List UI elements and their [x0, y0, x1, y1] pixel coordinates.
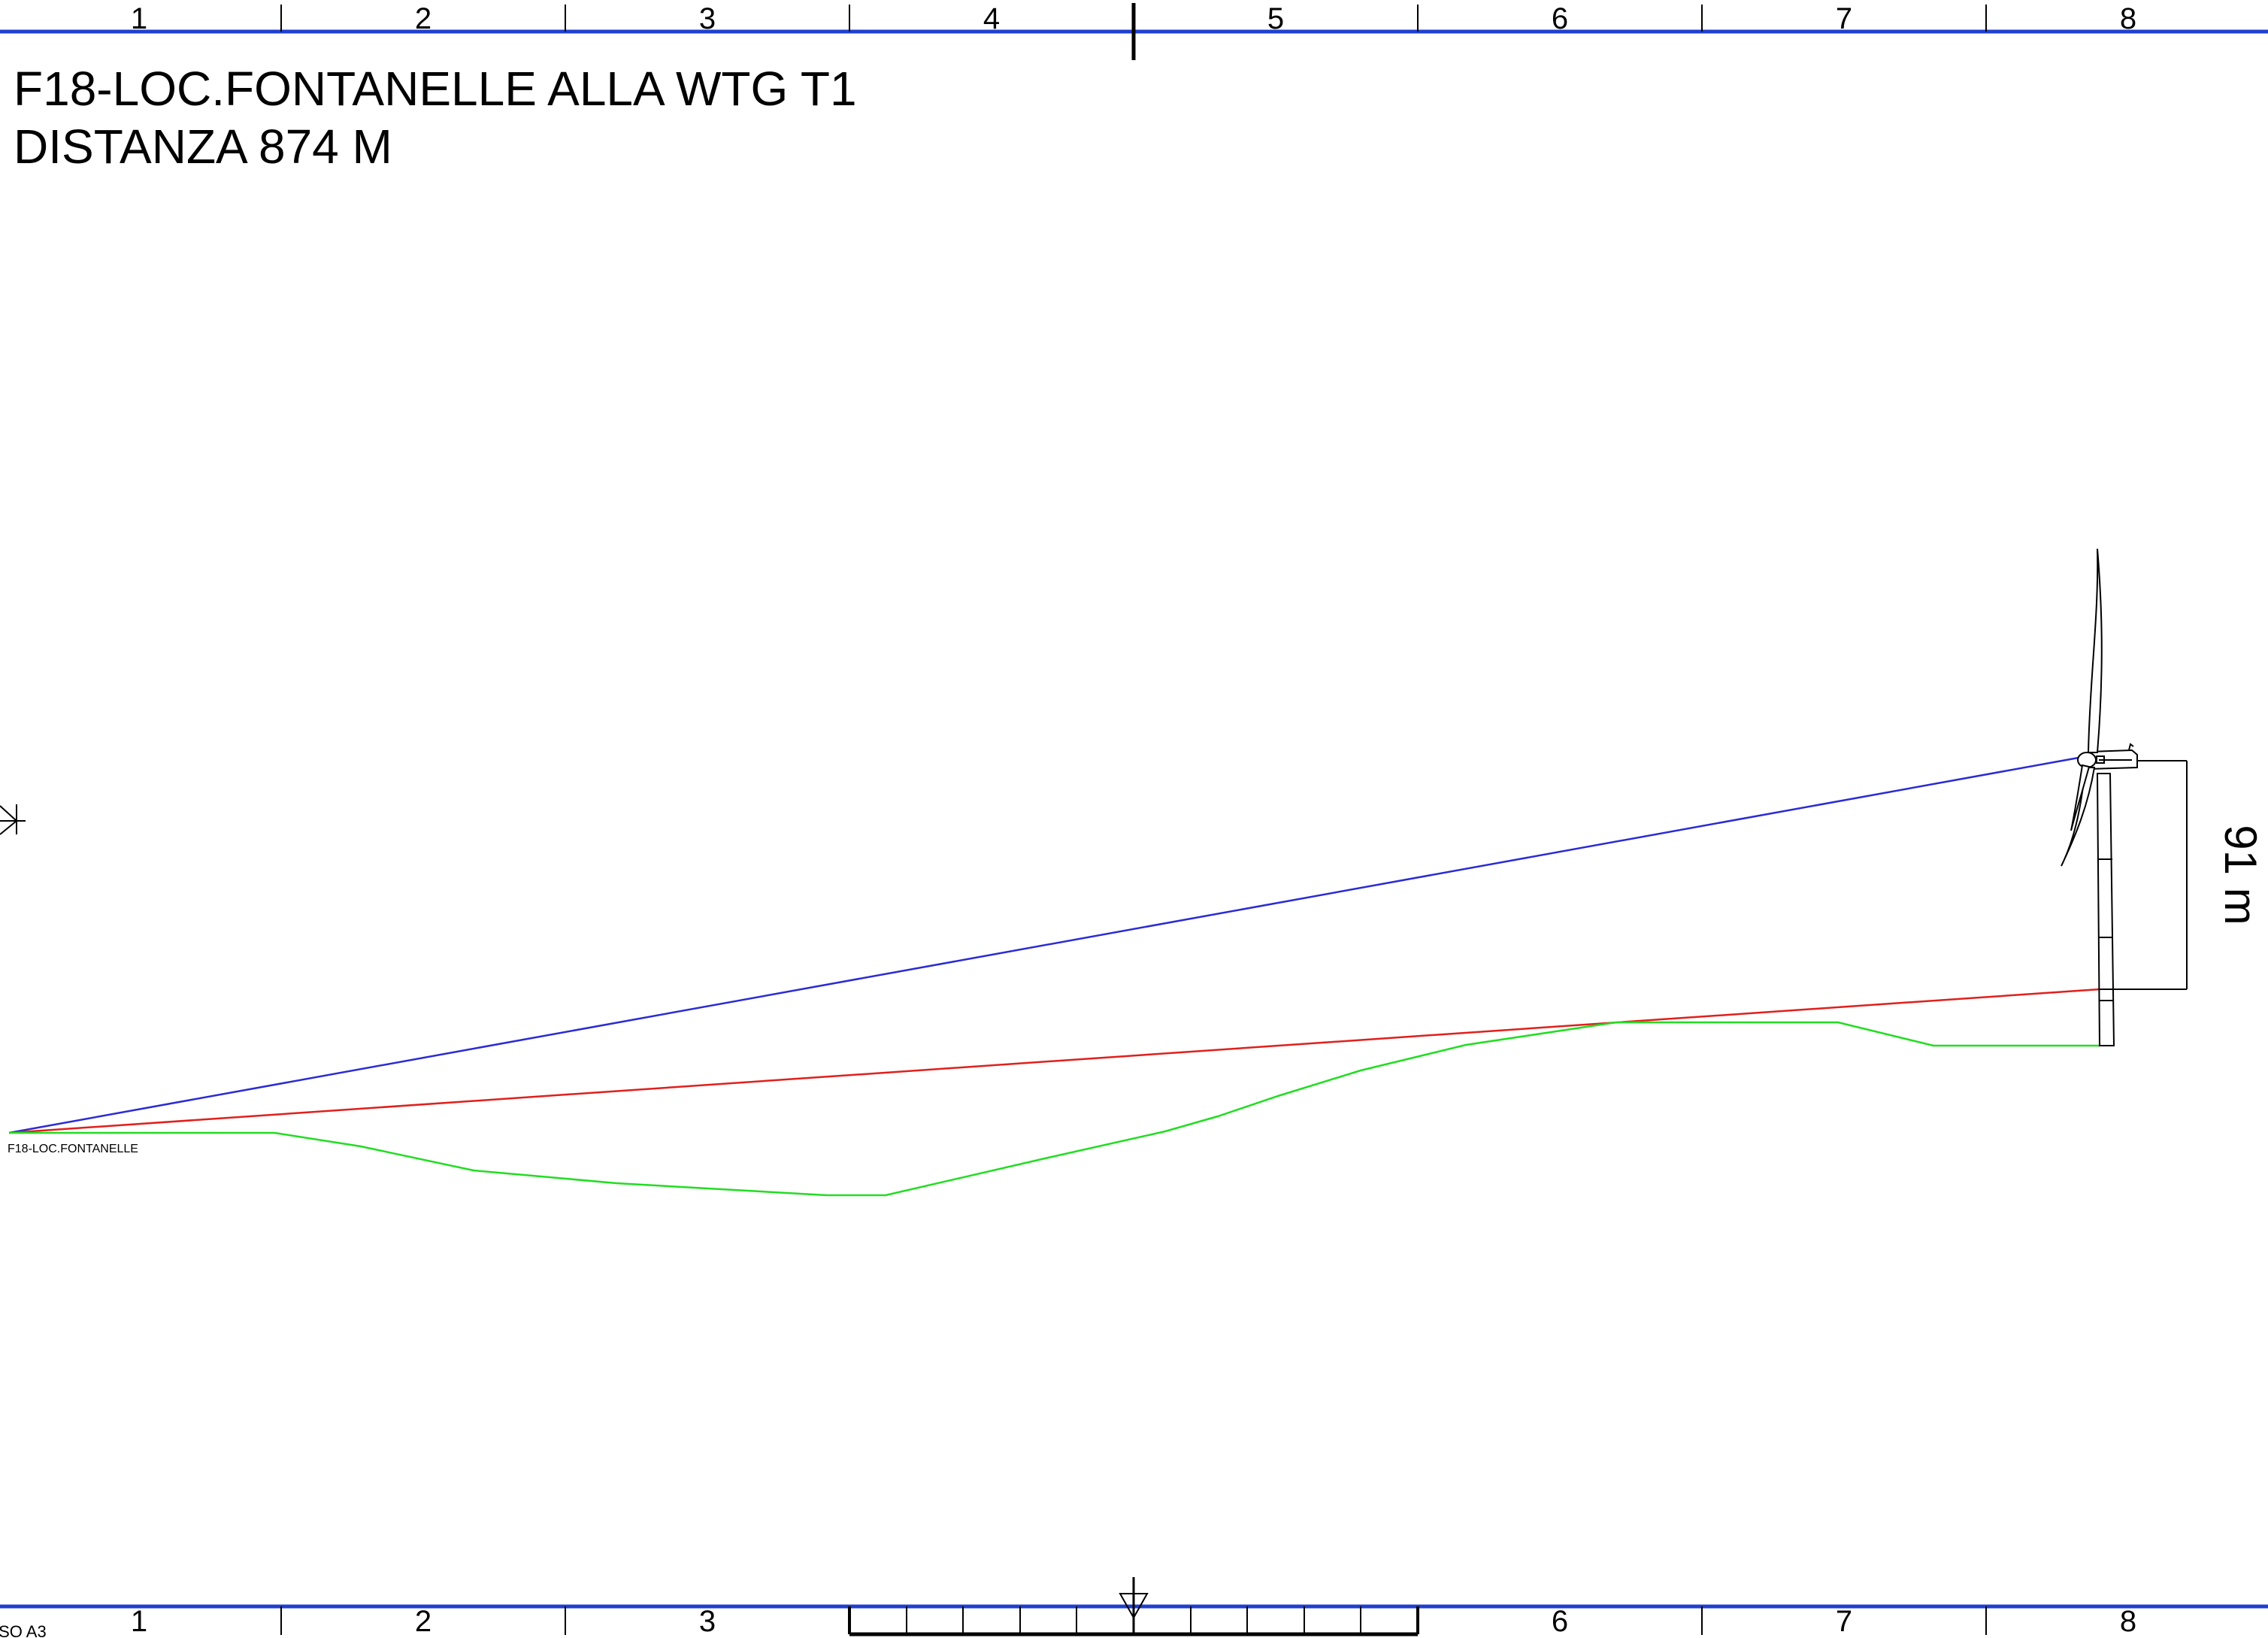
turbine-blade-back: [2070, 764, 2091, 831]
bottom-centering-mark: [1119, 1593, 1149, 1620]
hub-height-label: 91 m: [2215, 825, 2266, 925]
bottom-col-label-8: 8: [2120, 1605, 2136, 1638]
bottom-col-label-3: 3: [699, 1605, 716, 1638]
top-col-label-7: 7: [1836, 2, 1852, 35]
bottom-col-label-6: 6: [1552, 1605, 1568, 1638]
bottom-col-label-7: 7: [1836, 1605, 1852, 1638]
drawing-title: F18-LOC.FONTANELLE ALLA WTG T1: [14, 62, 857, 116]
bottom-column-numbers: 1 2 3 6 7 8: [131, 1605, 2136, 1638]
sight-line-to-hub: [8, 756, 2079, 1134]
terrain-profile: [9, 1021, 2100, 1197]
top-column-numbers: 1 2 3 4 5 6 7 8: [131, 2, 2136, 35]
bottom-scale-bar: [848, 1577, 1419, 1636]
top-col-label-8: 8: [2120, 2, 2136, 35]
paper-format-label: ISO A3: [0, 1622, 47, 1638]
top-col-label-5: 5: [1267, 2, 1284, 35]
top-col-label-1: 1: [131, 2, 147, 35]
hub-height-dimension: [2114, 760, 2188, 990]
top-frame-border: [0, 3, 2268, 60]
top-col-label-2: 2: [415, 2, 431, 35]
sight-line-to-base: [8, 988, 2100, 1134]
observer-label: F18-LOC.FONTANELLE: [8, 1143, 138, 1155]
drawing-subtitle: DISTANZA 874 M: [14, 120, 392, 174]
turbine-hub: [2077, 752, 2097, 768]
top-col-label-6: 6: [1552, 2, 1568, 35]
bottom-col-label-2: 2: [415, 1605, 431, 1638]
left-centering-mark: [0, 804, 26, 835]
top-col-label-4: 4: [983, 2, 1000, 35]
turbine-tower: [2096, 773, 2115, 1046]
turbine-blade-down: [2061, 767, 2096, 867]
wind-turbine: [2061, 548, 2138, 1046]
bottom-col-label-1: 1: [131, 1605, 147, 1638]
top-col-label-3: 3: [699, 2, 716, 35]
turbine-blade-up: [2087, 548, 2103, 753]
